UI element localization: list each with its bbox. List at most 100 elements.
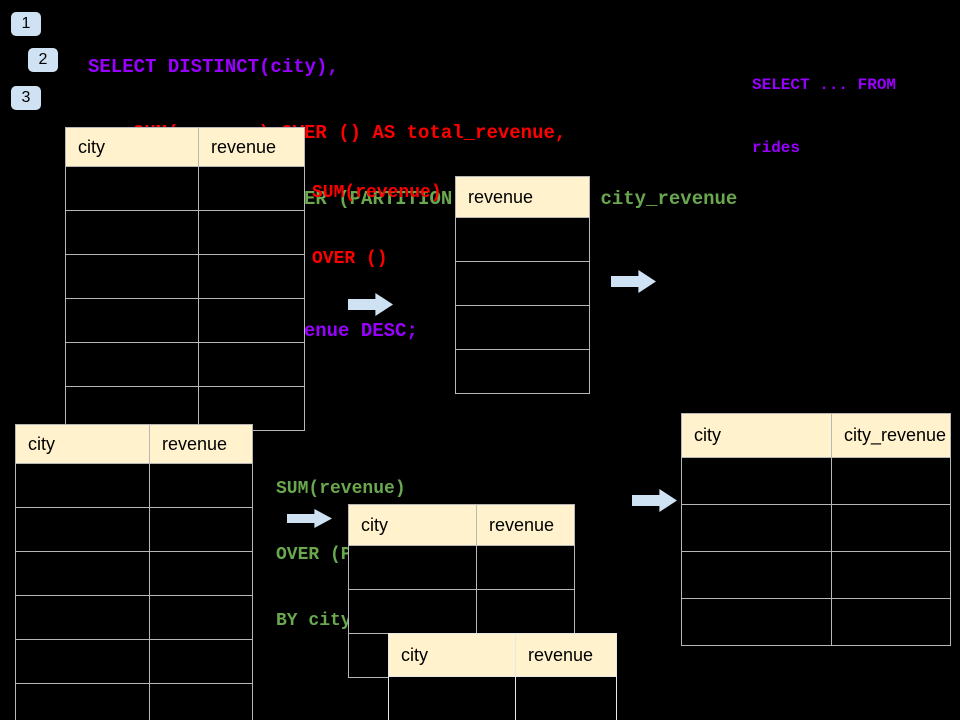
empty-table-row <box>388 676 617 720</box>
empty-cell <box>149 595 253 640</box>
empty-cell <box>388 676 516 720</box>
empty-cell <box>831 551 951 599</box>
empty-table-row <box>348 545 575 590</box>
label-sum-over-total: SUM(revenue) OVER () <box>312 138 442 314</box>
side-note-line: rides <box>752 139 801 157</box>
empty-cell <box>476 589 575 634</box>
empty-cell <box>149 463 253 508</box>
step-badge-3: 3 <box>11 86 41 110</box>
column-header-city: city <box>15 424 150 464</box>
empty-table-row <box>65 210 305 255</box>
side-note-select-from-rides: SELECT ... FROM rides <box>752 33 896 201</box>
column-header-revenue: revenue <box>455 176 590 218</box>
empty-cell <box>831 598 951 646</box>
empty-table-row <box>681 504 951 552</box>
empty-cell <box>831 457 951 505</box>
column-header-city: city <box>388 633 516 677</box>
empty-cell <box>149 507 253 552</box>
table-total-revenue-result: revenue <box>455 176 590 394</box>
empty-cell <box>515 676 617 720</box>
step-badge-2: 2 <box>28 48 58 72</box>
empty-cell <box>455 349 590 394</box>
empty-table-row <box>65 342 305 387</box>
empty-cell <box>149 551 253 596</box>
empty-cell <box>681 551 832 599</box>
empty-cell <box>455 305 590 350</box>
empty-cell <box>65 210 199 255</box>
header-row: revenue <box>455 176 590 218</box>
empty-cell <box>65 254 199 299</box>
column-header-revenue: revenue <box>198 127 305 167</box>
empty-cell <box>681 504 832 552</box>
label-line: SUM(revenue) <box>312 183 442 203</box>
empty-table-row <box>455 261 590 306</box>
column-header-revenue: revenue <box>149 424 253 464</box>
empty-table-row <box>348 589 575 634</box>
empty-cell <box>15 507 150 552</box>
label-line: OVER () <box>312 249 388 269</box>
empty-cell <box>65 342 199 387</box>
label-line: SUM(revenue) <box>276 479 406 499</box>
empty-table-row <box>65 254 305 299</box>
empty-cell <box>15 595 150 640</box>
empty-table-row <box>65 386 305 431</box>
empty-table-row <box>15 683 253 720</box>
empty-cell <box>831 504 951 552</box>
empty-cell <box>455 261 590 306</box>
empty-cell <box>198 254 305 299</box>
empty-cell <box>455 217 590 262</box>
column-header-city: city <box>681 413 832 458</box>
empty-table-row <box>15 551 253 596</box>
empty-table-row <box>455 349 590 394</box>
side-note-line: SELECT ... FROM <box>752 76 897 94</box>
empty-table-row <box>15 595 253 640</box>
empty-cell <box>681 598 832 646</box>
empty-cell <box>198 386 305 431</box>
column-header-city: city <box>65 127 199 167</box>
empty-table-row <box>15 507 253 552</box>
column-header-city_revenue: city_revenue <box>831 413 951 458</box>
arrow-right-icon <box>348 293 393 316</box>
sql-line-select: SELECT DISTINCT(city), <box>88 56 339 78</box>
empty-cell <box>65 298 199 343</box>
empty-cell <box>149 683 253 720</box>
empty-table-row <box>455 305 590 350</box>
arrow-right-icon <box>632 489 677 512</box>
empty-cell <box>15 463 150 508</box>
empty-table-row <box>15 639 253 684</box>
empty-table-row <box>681 551 951 599</box>
empty-table-row <box>681 598 951 646</box>
empty-cell <box>65 386 199 431</box>
empty-table-row <box>65 166 305 211</box>
arrow-right-icon <box>287 509 332 528</box>
empty-cell <box>348 545 477 590</box>
empty-cell <box>348 589 477 634</box>
empty-table-row <box>15 463 253 508</box>
empty-cell <box>149 639 253 684</box>
empty-table-row <box>455 217 590 262</box>
empty-cell <box>65 166 199 211</box>
empty-cell <box>476 545 575 590</box>
column-header-revenue: revenue <box>476 504 575 546</box>
empty-table-row <box>65 298 305 343</box>
empty-cell <box>681 457 832 505</box>
empty-cell <box>15 683 150 720</box>
step-badge-1: 1 <box>11 12 41 36</box>
empty-table-row <box>681 457 951 505</box>
empty-cell <box>15 551 150 596</box>
column-header-city: city <box>348 504 477 546</box>
empty-cell <box>198 166 305 211</box>
column-header-revenue: revenue <box>515 633 617 677</box>
empty-cell <box>198 210 305 255</box>
